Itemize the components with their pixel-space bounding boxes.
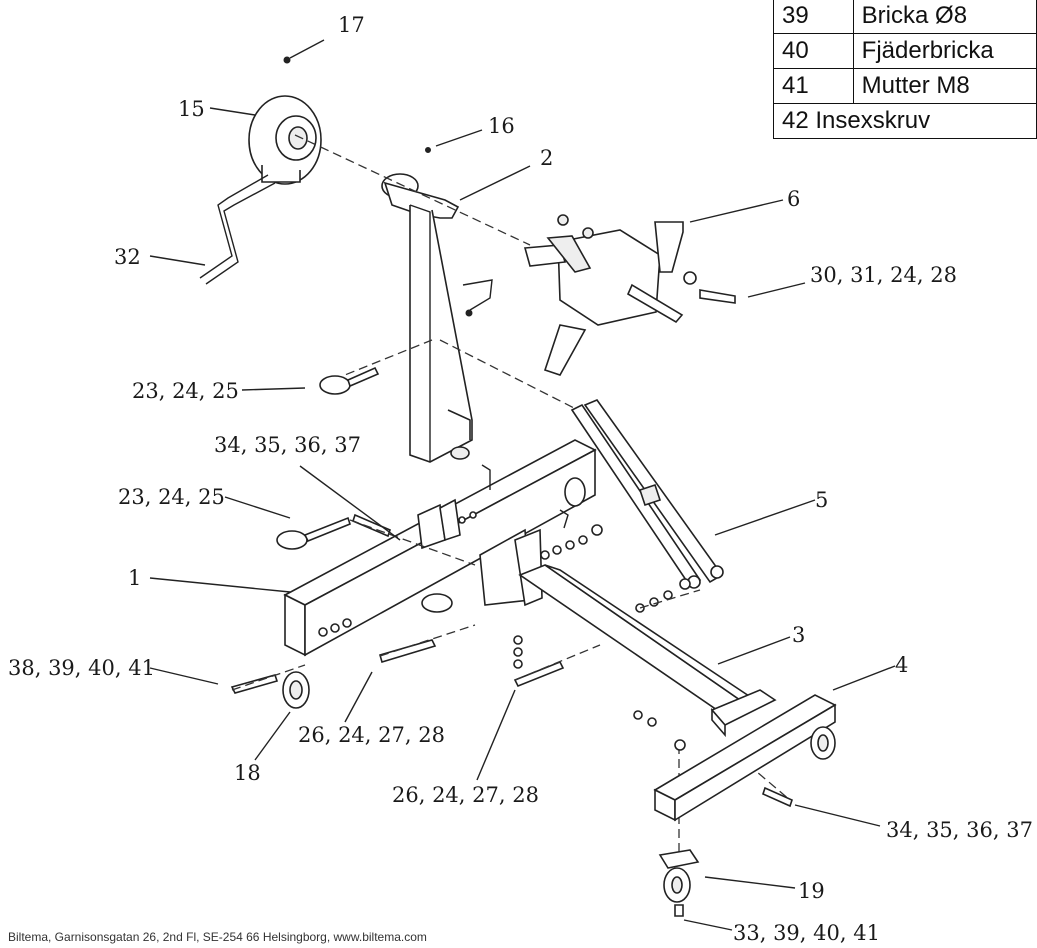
part-name: Mutter M8 bbox=[852, 68, 1037, 104]
callout-4: 4 bbox=[895, 653, 908, 677]
axis-line bbox=[231, 664, 306, 691]
part-2-column bbox=[381, 147, 473, 463]
part-4-rear-beam bbox=[633, 694, 837, 822]
callout-30-31-24-28: 30, 31, 24, 28 bbox=[810, 263, 957, 287]
callout-34-35-36-37-lower: 34, 35, 36, 37 bbox=[886, 818, 1033, 842]
part-32-crank-handle bbox=[199, 174, 276, 285]
callout-33-39-40-41: 33, 39, 40, 41 bbox=[733, 921, 880, 945]
parts-table-row: 39 Bricka Ø8 bbox=[773, 0, 1037, 34]
callout-34-35-36-37-upper: 34, 35, 36, 37 bbox=[214, 433, 361, 457]
callout-3: 3 bbox=[792, 623, 805, 647]
callout-18: 18 bbox=[234, 761, 261, 785]
part-15-gear-housing bbox=[248, 56, 322, 185]
callout-26-24-27-28-left: 26, 24, 27, 28 bbox=[298, 723, 445, 747]
callout-38-39-40-41: 38, 39, 40, 41 bbox=[8, 656, 155, 680]
axis-line bbox=[349, 519, 476, 566]
callout-17: 17 bbox=[338, 13, 365, 37]
parts-table-row: 41 Mutter M8 bbox=[773, 68, 1037, 104]
parts-table: 39 Bricka Ø8 40 Fjäderbricka 41 Mutter M… bbox=[773, 0, 1037, 139]
axis-line bbox=[514, 644, 601, 681]
part-6-mount-plate bbox=[523, 214, 736, 376]
callout-2: 2 bbox=[540, 146, 553, 170]
part-number: 39 bbox=[773, 0, 854, 34]
callout-26-24-27-28-center: 26, 24, 27, 28 bbox=[392, 783, 539, 807]
parts-table-row: 42 Insexskruv bbox=[773, 103, 1037, 139]
part-number: 41 bbox=[773, 68, 854, 104]
part-23-pin-upper bbox=[319, 279, 493, 395]
callout-1: 1 bbox=[128, 566, 141, 590]
callout-5: 5 bbox=[815, 488, 828, 512]
parts-table-row: 40 Fjäderbricka bbox=[773, 33, 1037, 69]
callout-16: 16 bbox=[488, 114, 515, 138]
footer-address: Biltema, Garnisonsgatan 26, 2nd Fl, SE-2… bbox=[8, 930, 427, 944]
part-1-front-beam bbox=[282, 439, 597, 709]
part-19-caster bbox=[658, 849, 700, 917]
part-3-main-beam bbox=[230, 513, 777, 738]
part-23-pin-lower bbox=[276, 516, 351, 550]
axis-line bbox=[439, 339, 579, 411]
part-name: Bricka Ø8 bbox=[852, 0, 1037, 34]
callout-labels: 17 15 16 2 6 32 30, 31, 24, 28 23, 24, 2… bbox=[8, 13, 1033, 945]
part-row-merged: 42 Insexskruv bbox=[773, 103, 1037, 139]
washers bbox=[318, 464, 691, 637]
axis-line bbox=[639, 589, 701, 609]
axis-line bbox=[736, 754, 791, 801]
axis-line bbox=[379, 624, 476, 657]
callout-23-24-25-upper: 23, 24, 25 bbox=[132, 379, 239, 403]
axis-line bbox=[294, 134, 531, 246]
callout-15: 15 bbox=[178, 97, 205, 121]
callout-23-24-25-lower: 23, 24, 25 bbox=[118, 485, 225, 509]
callout-19: 19 bbox=[798, 879, 825, 903]
callout-6: 6 bbox=[787, 187, 800, 211]
part-number: 40 bbox=[773, 33, 854, 69]
part-5-diagonal-legs bbox=[570, 399, 724, 589]
callout-32: 32 bbox=[114, 245, 141, 269]
leader-lines bbox=[149, 39, 896, 931]
part-name: Fjäderbricka bbox=[852, 33, 1037, 69]
